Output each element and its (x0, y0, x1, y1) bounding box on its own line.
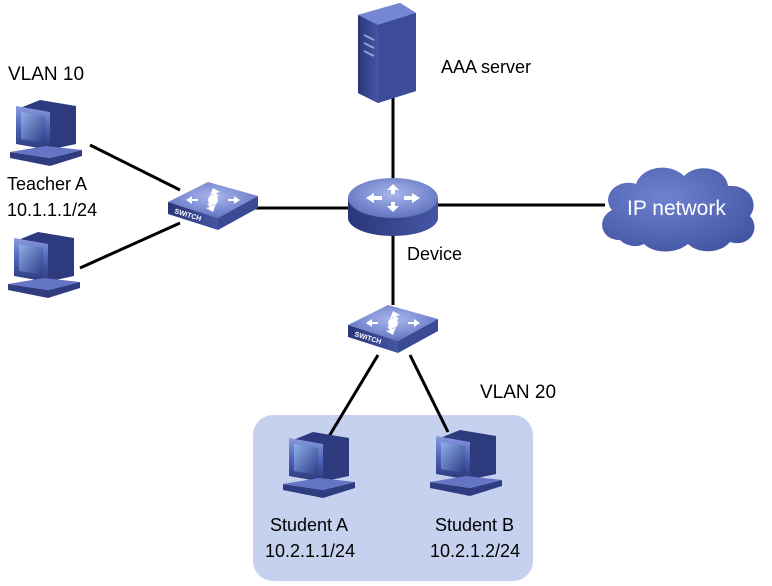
switch-icon (348, 305, 438, 353)
desktop-pc-icon (283, 432, 355, 498)
student-a-ip: 10.2.1.1/24 (265, 541, 355, 561)
aaa-server-label: AAA server (441, 57, 531, 77)
router-icon (348, 178, 438, 218)
switch-vlan10: SWITCH (168, 182, 258, 230)
link-teacher-switch1 (89, 143, 181, 192)
switch-icon (168, 182, 258, 230)
vlan10-label: VLAN 10 (8, 64, 84, 85)
vlan10-pc-2 (8, 232, 80, 298)
links (79, 95, 605, 439)
vlan20-label: VLAN 20 (480, 382, 556, 403)
link-switch2-studentb (408, 354, 450, 433)
student-b-name: Student B (435, 515, 514, 535)
teacher-a-ip: 10.1.1.1/24 (7, 200, 97, 220)
desktop-pc-icon (430, 430, 502, 496)
link-pc2-switch1 (79, 221, 181, 270)
student-b-pc (430, 430, 502, 496)
device-router (348, 178, 438, 236)
teacher-a-name: Teacher A (7, 174, 87, 194)
cloud-icon (602, 167, 755, 252)
device-label: Device (407, 244, 462, 264)
teacher-a-pc (10, 100, 82, 166)
ip-network-cloud: IP network (602, 167, 755, 252)
student-a-name: Student A (270, 515, 348, 535)
desktop-pc-icon (10, 100, 82, 166)
desktop-pc-icon (8, 232, 80, 298)
student-a-pc (283, 432, 355, 498)
student-b-ip: 10.2.1.2/24 (430, 541, 520, 561)
link-switch2-studenta (326, 354, 380, 439)
aaa-server (358, 3, 416, 103)
switch-vlan20: SWITCH (348, 305, 438, 353)
ip-network-label: IP network (627, 197, 726, 220)
